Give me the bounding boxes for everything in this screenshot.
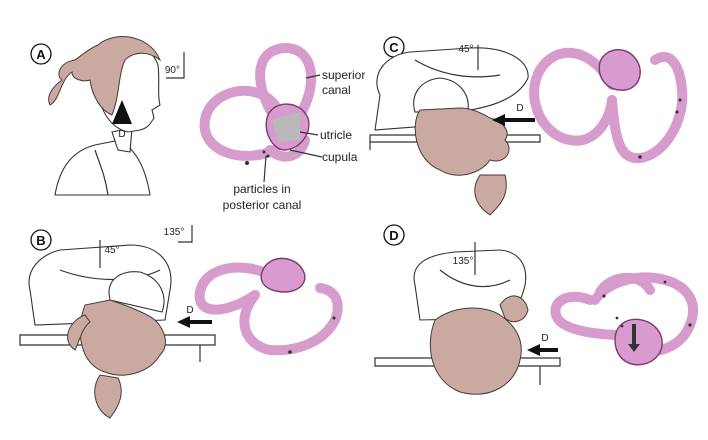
panel-b-letter: B — [36, 233, 45, 248]
panel-a-canal — [199, 42, 323, 183]
panel-a-letter: A — [36, 47, 46, 62]
panel-d-canal — [550, 272, 699, 366]
panel-b-angle-table: 135° — [164, 227, 185, 238]
label-particles-1: particles in — [233, 182, 290, 196]
panel-b-angle-head: 45° — [104, 245, 119, 256]
panel-b: B 45° 135° D — [19, 225, 343, 419]
panel-d-angle: 135° — [453, 256, 474, 267]
label-superior: superior — [322, 68, 365, 82]
panel-a-angle: 90° — [165, 65, 180, 76]
panel-a: A D 90° — [30, 36, 365, 212]
panel-c-canal — [529, 47, 688, 164]
panel-a-arrow-label: D — [118, 129, 125, 140]
panel-c-letter: C — [389, 40, 399, 55]
panel-b-arrow-label: D — [186, 305, 193, 316]
label-utricle: utricle — [320, 128, 352, 142]
panel-a-person: D — [48, 36, 162, 196]
panel-d-arrow-label: D — [541, 333, 548, 344]
panel-d: D 135° D — [374, 224, 699, 395]
label-cupula: cupula — [322, 150, 358, 164]
panel-c-angle: 45° — [458, 44, 473, 55]
label-canal: canal — [322, 83, 351, 97]
panel-b-canal — [194, 257, 343, 356]
panel-c-arrow-label: D — [516, 103, 523, 114]
panel-d-letter: D — [389, 228, 398, 243]
panel-c: C 45° D — [369, 36, 688, 216]
label-particles-2: posterior canal — [223, 198, 302, 212]
